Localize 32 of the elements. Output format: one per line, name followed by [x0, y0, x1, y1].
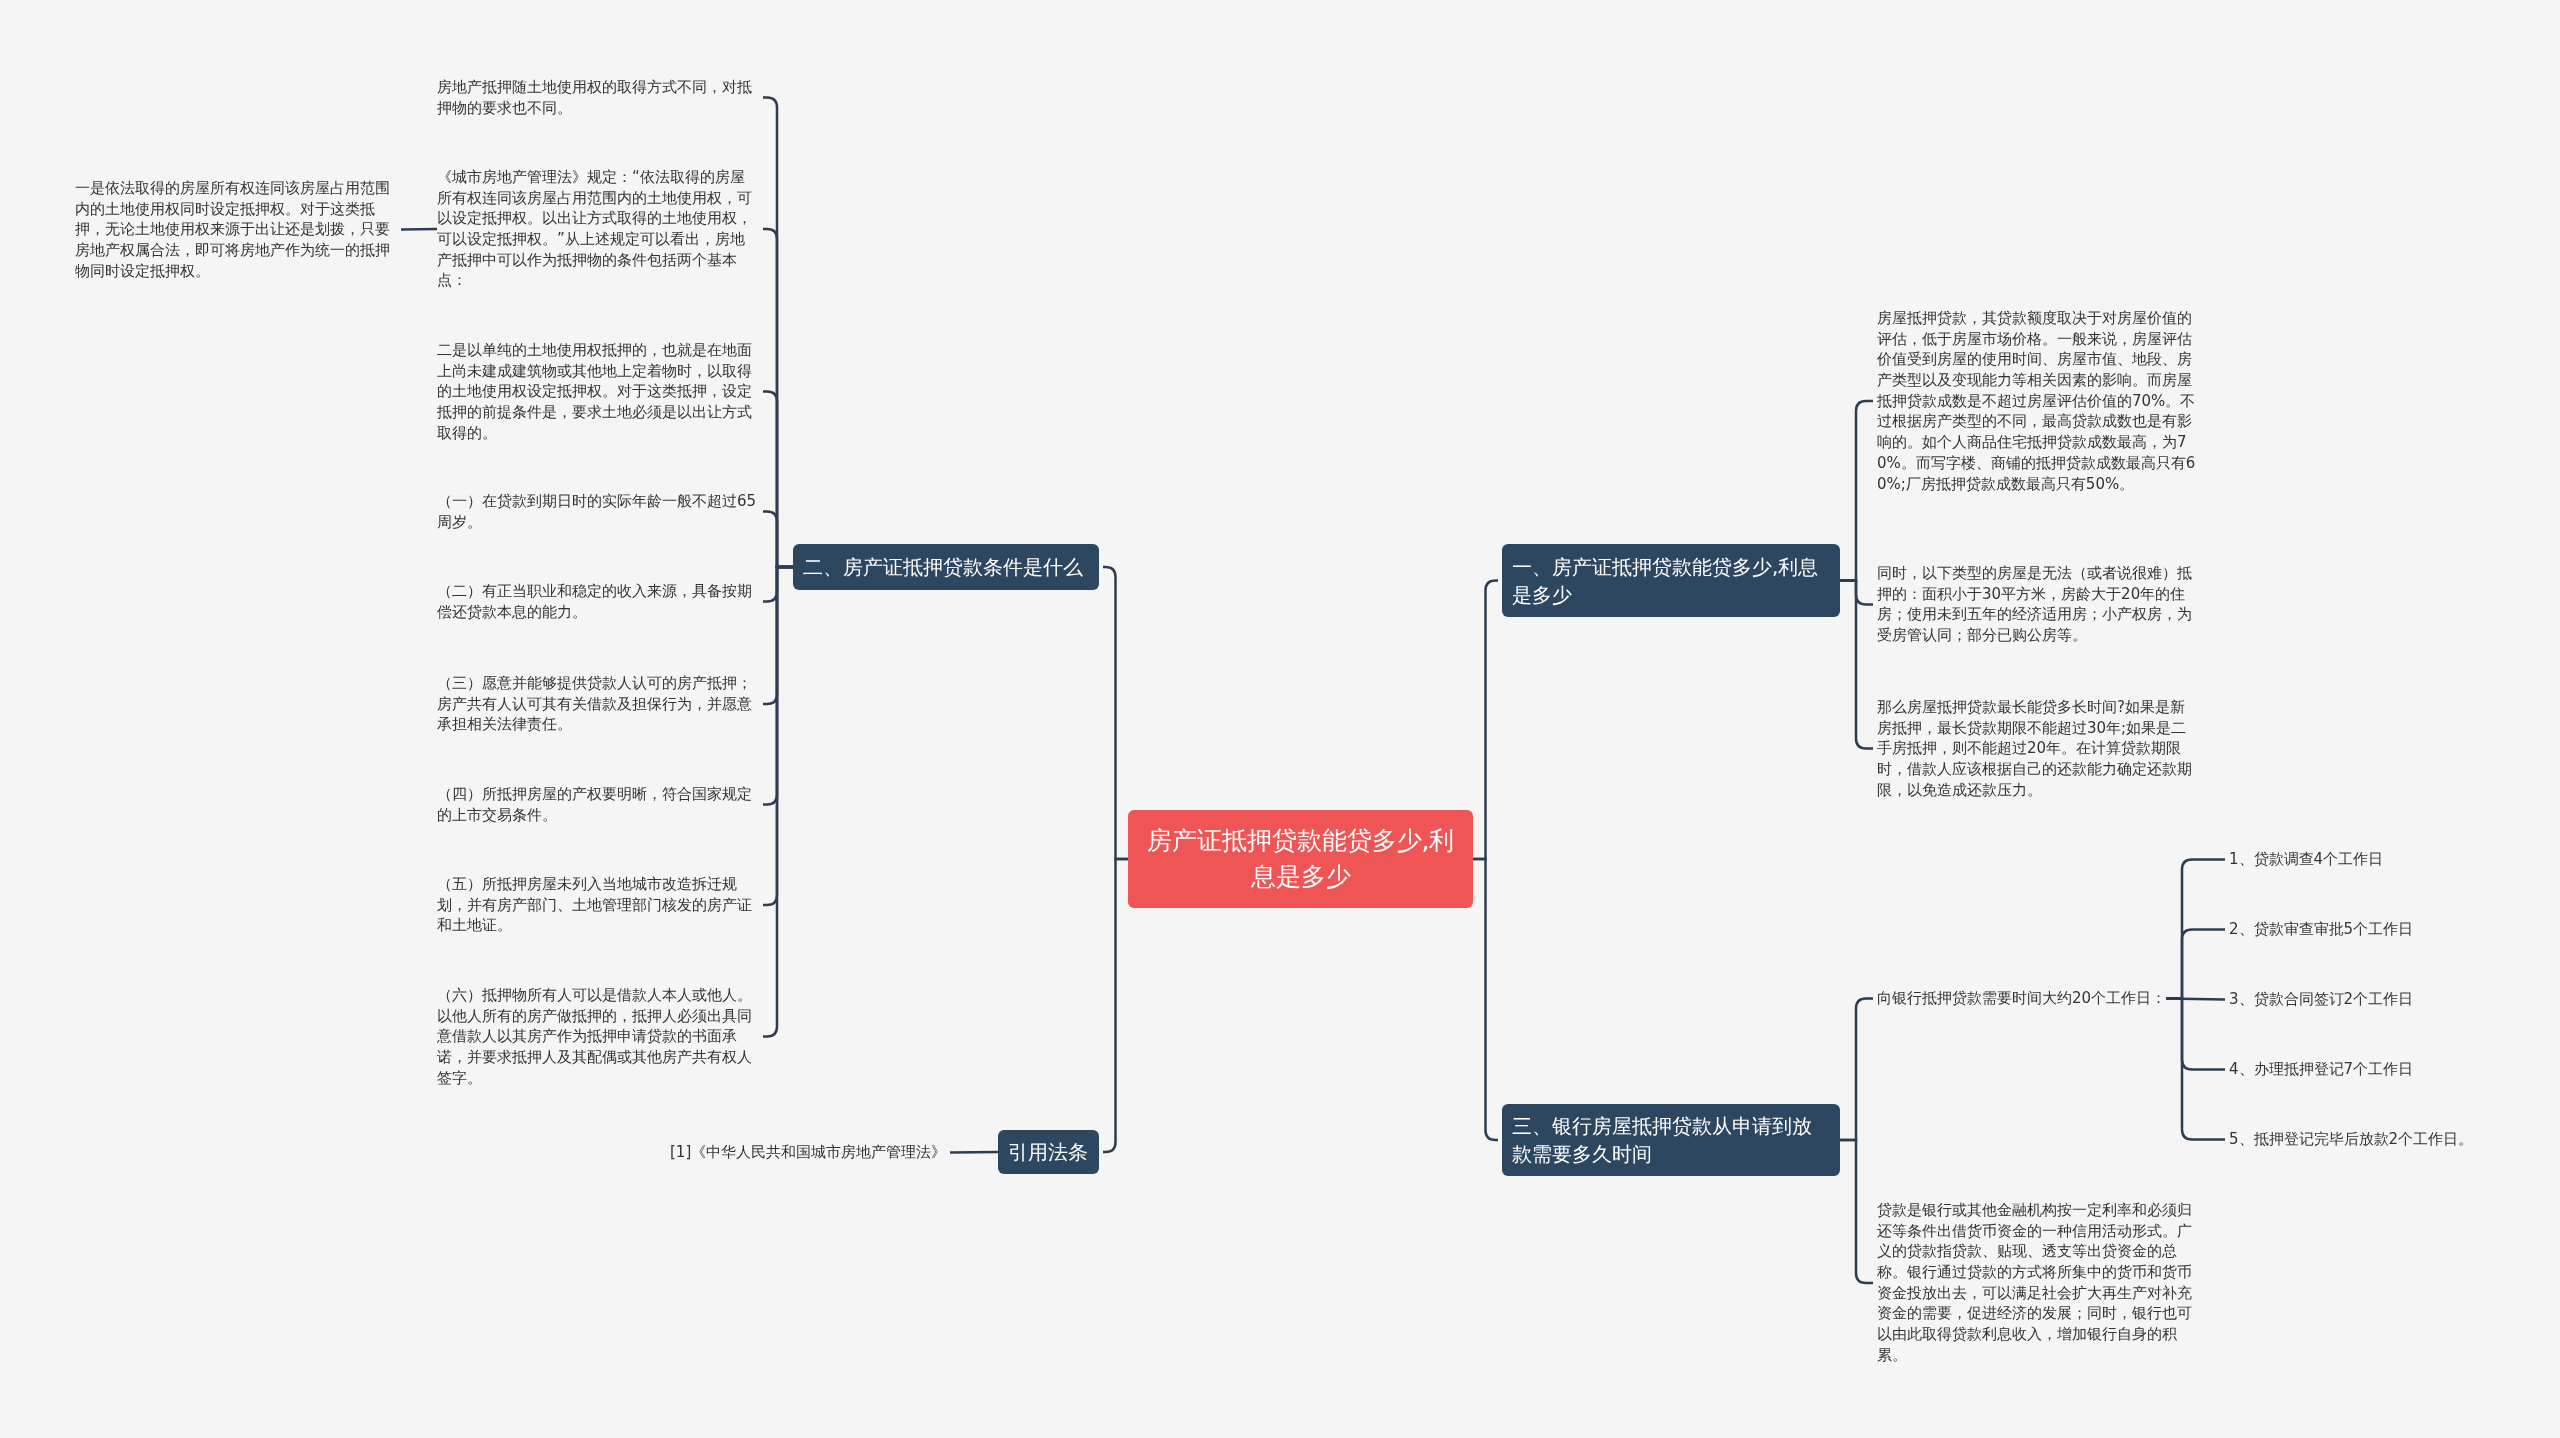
note-text: （五）所抵押房屋未列入当地城市改造拆迁规划，并有房产部门、土地管理部门核发的房产证和土地证。 — [437, 874, 759, 937]
topic-box: 三、银行房屋抵押贷款从申请到放款需要多久时间 — [1502, 1104, 1840, 1176]
note-text: 一是依法取得的房屋所有权连同该房屋占用范围内的土地使用权同时设定抵押权。对于这类抵押，无论土地使用权来源于出让还是划拨，只要房地产权属合法，即可将房地产作为统一的抵押物同时设定抵押权。 — [75, 178, 397, 282]
note-text: 3、贷款合同签订2个工作日 — [2229, 989, 2414, 1010]
note-text: 那么房屋抵押贷款最长能贷多长时间?如果是新房抵押，最长贷款期限不能超过30年;如果是二手房抵押，则不能超过20年。在计算贷款期限时，借款人应该根据自己的还款能力确定还款期限，以免造成还款压力。 — [1877, 697, 2199, 801]
note-text: （六）抵押物所有人可以是借款人本人或他人。以他人所有的房产做抵押的，抵押人必须出具同意借款人以其房产作为抵押申请贷款的书面承诺，并要求抵押人及其配偶或其他房产共有权人签字。 — [437, 985, 759, 1089]
central-topic-box: 房产证抵押贷款能贷多少,利息是多少 — [1128, 810, 1473, 908]
note-text: 5、抵押登记完毕后放款2个工作日。 — [2229, 1129, 2474, 1150]
note-text: （二）有正当职业和稳定的收入来源，具备按期偿还贷款本息的能力。 — [437, 581, 759, 623]
note-text: 房屋抵押贷款，其贷款额度取决于对房屋价值的评估，低于房屋市场价格。一般来说，房屋评估价值受到房屋的使用时间、房屋市值、地段、房产类型以及变现能力等相关因素的影响。而房屋抵押贷款成数是不超过房屋评估价值的70%。不过根据房产类型的不同，最高贷款成数也是有影响的。如个人商品住宅抵押贷款成数最高，为70%。而写字楼、商铺的抵押贷款成数最高只有60%;厂房抵押贷款成数最高只有50%。 — [1877, 308, 2199, 495]
connector-line — [401, 227, 437, 231]
note-text: 2、贷款审查审批5个工作日 — [2229, 919, 2414, 940]
note-text: （三）愿意并能够提供贷款人认可的房产抵押；房产共有人认可其有关借款及担保行为，并愿意承担相关法律责任。 — [437, 673, 759, 736]
note-text: 同时，以下类型的房屋是无法（或者说很难）抵押的：面积小于30平方米，房龄大于20年的住房；使用未到五年的经济适用房；小产权房，为受房管认同；部分已购公房等。 — [1877, 563, 2199, 646]
connector-line — [1103, 857, 1128, 1154]
note-text: （四）所抵押房屋的产权要明晰，符合国家规定的上市交易条件。 — [437, 784, 759, 826]
note-text: 《城市房地产管理法》规定：“依法取得的房屋所有权连同该房屋占用范围内的土地使用权，可以设定抵押权。以出让方式取得的土地使用权，可以设定抵押权。”从上述规定可以看出，房地产抵押中可以作为抵押物的条件包括两个基本点： — [437, 167, 759, 292]
note-text: [1]《中华人民共和国城市房地产管理法》 — [670, 1142, 947, 1163]
note-text: 1、贷款调查4个工作日 — [2229, 849, 2384, 870]
note-text: 二是以单纯的土地使用权抵押的，也就是在地面上尚未建成建筑物或其他地上定着物时，以取得的土地使用权设定抵押权。对于这类抵押，设定抵押的前提条件是，要求土地必须是以出让方式取得的。 — [437, 340, 759, 444]
note-text: 向银行抵押贷款需要时间大约20个工作日： — [1877, 988, 2167, 1009]
note-text: 4、办理抵押登记7个工作日 — [2229, 1059, 2414, 1080]
topic-box: 二、房产证抵押贷款条件是什么 — [793, 544, 1099, 590]
topic-box: 一、房产证抵押贷款能贷多少,利息是多少 — [1502, 544, 1840, 617]
connector-line — [2166, 997, 2225, 1141]
connector-line — [763, 565, 793, 1038]
note-text: 贷款是银行或其他金融机构按一定利率和必须归还等条件出借货币资金的一种信用活动形式。广义的贷款指贷款、贴现、透支等出贷资金的总称。银行通过贷款的方式将所集中的货币和货币资金投放出去，可以满足社会扩大再生产对补充资金的需要，促进经济的发展；同时，银行也可以由此取得贷款利息收入，增加银行自身的积累。 — [1877, 1200, 2199, 1366]
note-text: （一）在贷款到期日时的实际年龄一般不超过65周岁。 — [437, 491, 759, 533]
connector-line — [950, 1150, 998, 1154]
topic-box: 引用法条 — [998, 1130, 1099, 1174]
connector-line — [1473, 857, 1498, 1142]
note-text: 房地产抵押随土地使用权的取得方式不同，对抵押物的要求也不同。 — [437, 77, 759, 119]
